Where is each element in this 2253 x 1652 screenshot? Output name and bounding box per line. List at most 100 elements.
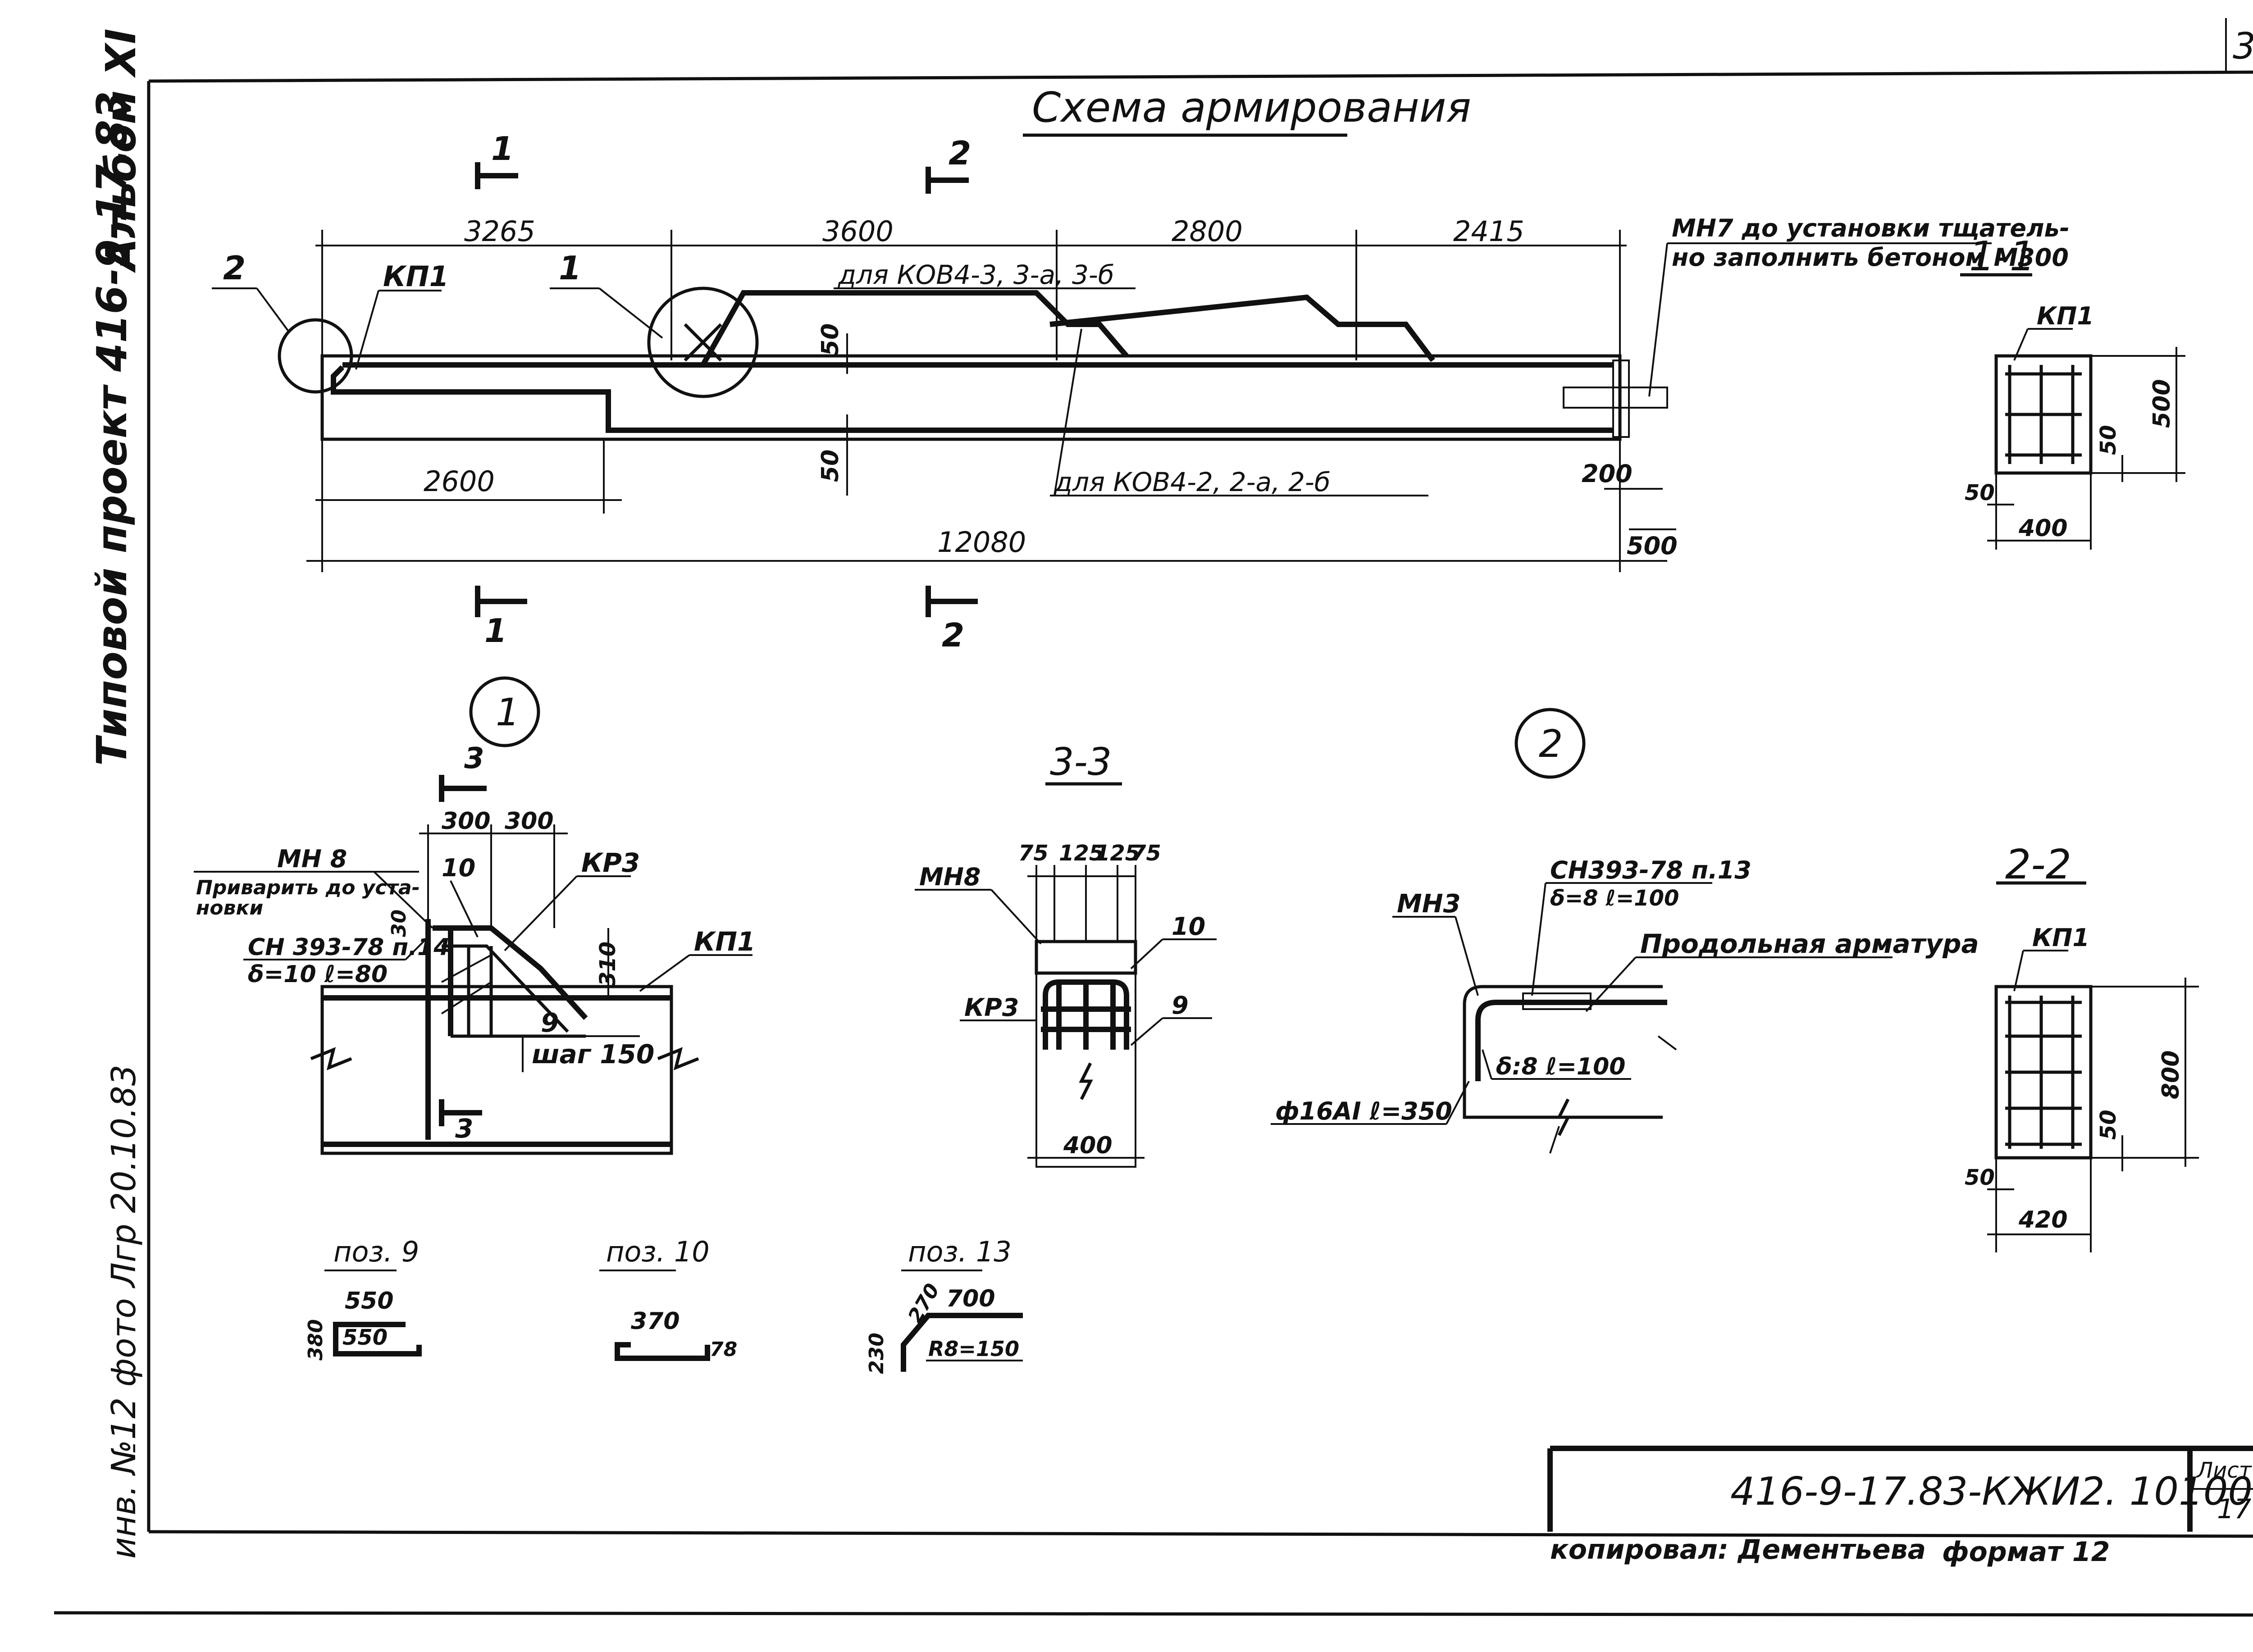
- svg-text:Приварить до уста-: Приварить до уста-: [196, 876, 420, 899]
- break-marks: [310, 1047, 1571, 1136]
- svg-text:МН8: МН8: [919, 863, 981, 891]
- node-1-callout: 1: [550, 249, 759, 398]
- svg-text:300: 300: [505, 808, 554, 835]
- drawing-code: 416-9-17.83-КЖИ2. 101000 СБ: [1730, 1469, 2253, 1514]
- svg-text:125: 125: [1095, 841, 1140, 866]
- main-view-title: Схема армирования: [1032, 83, 1471, 132]
- svg-text:380: 380: [304, 1319, 327, 1361]
- node-2-callout: 2: [212, 249, 353, 394]
- dim-12080: 12080: [937, 526, 1026, 559]
- bar-pos-13: поз. 13 700 270 230 R8=150: [865, 1235, 1023, 1374]
- svg-text:R8=150: R8=150: [928, 1337, 1019, 1361]
- svg-text:75: 75: [1018, 841, 1049, 866]
- svg-text:поз. 13: поз. 13: [908, 1235, 1012, 1268]
- svg-text:75: 75: [1131, 841, 1161, 866]
- dim-2600: 2600: [424, 465, 495, 498]
- inventory-label: инв. №12 фото Лгр 20.10.83: [105, 1065, 143, 1559]
- svg-text:КП1: КП1: [2032, 924, 2089, 952]
- main-reinforcement: [331, 290, 1613, 433]
- svg-text:СН 393-78 п.14: СН 393-78 п.14: [248, 934, 450, 961]
- vertical-dims-50: 50 50: [817, 323, 848, 496]
- svg-text:420: 420: [2018, 1206, 2068, 1233]
- svg-text:700: 700: [946, 1285, 995, 1312]
- svg-text:1: 1: [559, 249, 581, 287]
- svg-text:9: 9: [1172, 991, 1189, 1019]
- section-1-1-title: 1-1: [1969, 233, 2035, 280]
- section-mark-1-bottom: 1: [475, 586, 527, 650]
- svg-text:50: 50: [2096, 425, 2121, 455]
- svg-text:δ=10 ℓ=80: δ=10 ℓ=80: [248, 961, 388, 988]
- svg-text:550: 550: [345, 1288, 394, 1315]
- svg-text:КП1: КП1: [383, 260, 449, 293]
- section-mark-2-bottom: 2: [926, 586, 978, 654]
- svg-text:2: 2: [223, 249, 246, 287]
- svg-text:КП1: КП1: [694, 926, 755, 957]
- svg-text:КР3: КР3: [581, 847, 640, 878]
- section-2-2-title: 2-2: [2005, 841, 2071, 888]
- svg-text:370: 370: [631, 1308, 680, 1335]
- svg-text:МН7 до установки тщатель-: МН7 до установки тщатель-: [1672, 214, 2070, 242]
- svg-text:10: 10: [442, 854, 475, 882]
- svg-text:9: 9: [541, 1007, 559, 1038]
- dim-500: 500: [1627, 532, 1678, 560]
- section-3-3: 3-3 75 125 125 75 МН8 КР3 10 9: [915, 740, 1217, 1168]
- svg-text:МН3: МН3: [1397, 889, 1461, 919]
- node-1-label: 1: [496, 690, 520, 734]
- dim-3600: 3600: [822, 215, 894, 248]
- end-note: МН7 до установки тщатель- но заполнить б…: [1648, 214, 2070, 397]
- svg-text:500: 500: [2148, 379, 2175, 428]
- svg-text:2: 2: [949, 134, 971, 172]
- svg-text:3: 3: [455, 1113, 473, 1144]
- svg-text:1: 1: [491, 130, 514, 168]
- note-lower: для КОВ4-2, 2-а, 2-б: [1054, 467, 1331, 497]
- section-mark-2-top: 2: [926, 134, 971, 194]
- svg-text:ф16АI ℓ=350: ф16АI ℓ=350: [1275, 1097, 1452, 1125]
- sheet-number: 32: [2233, 25, 2253, 67]
- svg-text:400: 400: [1063, 1132, 1113, 1159]
- copied-by: копировал: Дементьева: [1550, 1534, 1926, 1566]
- beam-outline: [320, 354, 1668, 441]
- node-2-label: 2: [1539, 722, 1563, 766]
- svg-text:300: 300: [442, 808, 491, 835]
- svg-text:но заполнить бетоном М300: но заполнить бетоном М300: [1672, 243, 2069, 272]
- node-2-detail: 2 СН393-78 п.13 δ=8 ℓ=100 МН3 Продольная…: [1271, 708, 1979, 1154]
- dim-2415: 2415: [1453, 215, 1524, 248]
- sheet-frame: [54, 18, 2253, 1617]
- bottom-dimension-chain: 2600 12080 200 500: [306, 439, 1678, 572]
- svg-text:50: 50: [1965, 1165, 1995, 1190]
- top-dimension-chain: 3265 3600 2800 2415: [315, 215, 1627, 365]
- svg-text:78: 78: [710, 1338, 737, 1361]
- svg-text:3: 3: [464, 742, 484, 775]
- svg-text:30: 30: [388, 910, 410, 937]
- svg-text:новки: новки: [196, 897, 263, 919]
- section-3-3-title: 3-3: [1050, 740, 1112, 784]
- svg-text:125: 125: [1059, 841, 1104, 866]
- svg-text:поз. 10: поз. 10: [606, 1235, 710, 1268]
- bar-pos-10: поз. 10 370 78: [599, 1235, 737, 1361]
- note-upper: для КОВ4-3, 3-а, 3-б: [838, 259, 1114, 290]
- svg-text:МН 8: МН 8: [277, 845, 347, 873]
- section-2-2: 2-2 КП1 800 50 50 420: [1965, 841, 2199, 1252]
- sheet-value: 17: [2217, 1493, 2251, 1525]
- dim-3265: 3265: [464, 215, 535, 248]
- svg-text:230: 230: [865, 1333, 888, 1374]
- dim-200: 200: [1582, 460, 1633, 488]
- svg-text:1: 1: [484, 612, 507, 650]
- svg-text:10: 10: [1172, 912, 1205, 941]
- node-1-detail: 1 3 300 300 3 10 30 МН 8 Приварить до уст…: [194, 676, 755, 1155]
- project-label: Типовой проект 416-9-17.83: [88, 91, 136, 766]
- section-1-1: 1-1 КП1 500 50 50 400: [1960, 233, 2185, 550]
- svg-text:400: 400: [2018, 515, 2068, 542]
- svg-text:800: 800: [2157, 1050, 2185, 1099]
- svg-text:δ=8 ℓ=100: δ=8 ℓ=100: [1550, 886, 1679, 911]
- svg-text:δ:8 ℓ=100: δ:8 ℓ=100: [1496, 1053, 1625, 1080]
- svg-text:2: 2: [942, 616, 964, 654]
- svg-text:поз. 9: поз. 9: [333, 1235, 419, 1268]
- svg-text:50: 50: [817, 450, 844, 482]
- album-label: Альбом XI: [97, 28, 145, 273]
- dim-2800: 2800: [1172, 215, 1243, 248]
- svg-text:шаг 150: шаг 150: [532, 1039, 654, 1069]
- svg-text:50: 50: [2096, 1110, 2121, 1140]
